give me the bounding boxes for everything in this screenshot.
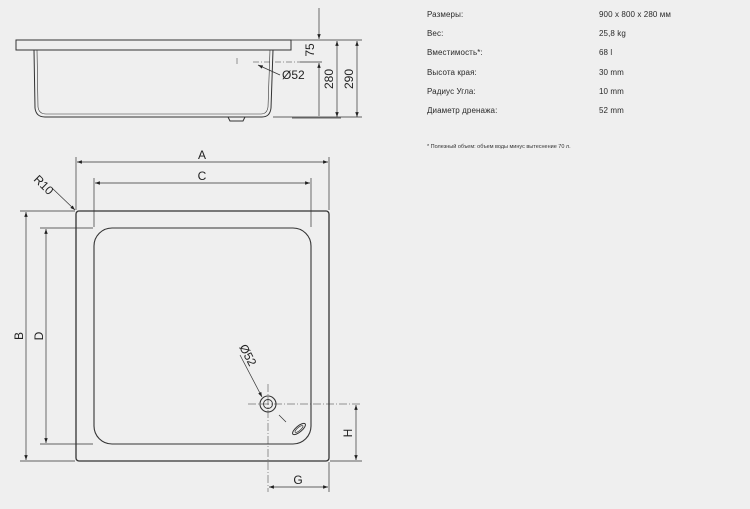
spec-value-rim-height: 30 mm <box>599 67 624 77</box>
dim-a-label: A <box>198 148 206 162</box>
tray-inner-basin <box>93 227 312 445</box>
tray-basin <box>33 49 274 118</box>
spec-value-dimensions: 900 x 800 x 280 мм <box>599 10 671 19</box>
side-drain-diameter: Ø52 <box>282 68 305 82</box>
side-dim-280: 280 <box>322 69 336 89</box>
spec-label-weight: Вес: <box>427 29 444 39</box>
spec-row: Вместимость*: 68 l <box>427 48 727 67</box>
tray-outer-rim <box>75 210 330 462</box>
dim-b-label: B <box>12 332 26 340</box>
spec-row: Вес: 25,8 kg <box>427 29 727 48</box>
corner-radius-label: R10 <box>31 172 57 198</box>
spec-value-drain-diameter: 52 mm <box>599 105 624 115</box>
spec-label-drain-diameter: Диаметр дренажа: <box>427 105 498 115</box>
specs-table: Размеры: 900 x 800 x 280 мм Вес: 25,8 kg… <box>427 10 727 125</box>
side-dimensions <box>273 8 362 119</box>
spec-label-capacity: Вместимость*: <box>427 48 483 58</box>
dim-h-label: H <box>341 429 355 438</box>
spec-row: Радиус Угла: 10 mm <box>427 87 727 106</box>
tray-rim <box>15 39 292 51</box>
spec-label-corner-radius: Радиус Угла: <box>427 86 476 96</box>
spec-value-weight: 25,8 kg <box>599 29 626 39</box>
side-dim-290: 290 <box>342 69 356 89</box>
overflow-slot <box>292 422 306 436</box>
capacity-footnote: * Полезный объем: объем воды минус вытес… <box>427 144 571 150</box>
side-dim-75: 75 <box>303 43 317 57</box>
side-drain <box>227 116 246 122</box>
spec-label-dimensions: Размеры: <box>427 10 464 19</box>
spec-label-rim-height: Высота края: <box>427 67 477 77</box>
spec-row: Высота края: 30 mm <box>427 68 727 87</box>
spec-value-capacity: 68 l <box>599 48 613 58</box>
side-view <box>15 39 300 122</box>
spec-row: Диаметр дренажа: 52 mm <box>427 106 727 125</box>
spec-row: Размеры: 900 x 800 x 280 мм <box>427 10 727 29</box>
top-view <box>75 210 362 492</box>
dim-g-label: G <box>293 473 302 487</box>
spec-value-corner-radius: 10 mm <box>599 86 624 96</box>
dim-d-label: D <box>32 331 46 340</box>
top-dimensions <box>20 157 362 492</box>
dim-c-label: C <box>198 169 207 183</box>
